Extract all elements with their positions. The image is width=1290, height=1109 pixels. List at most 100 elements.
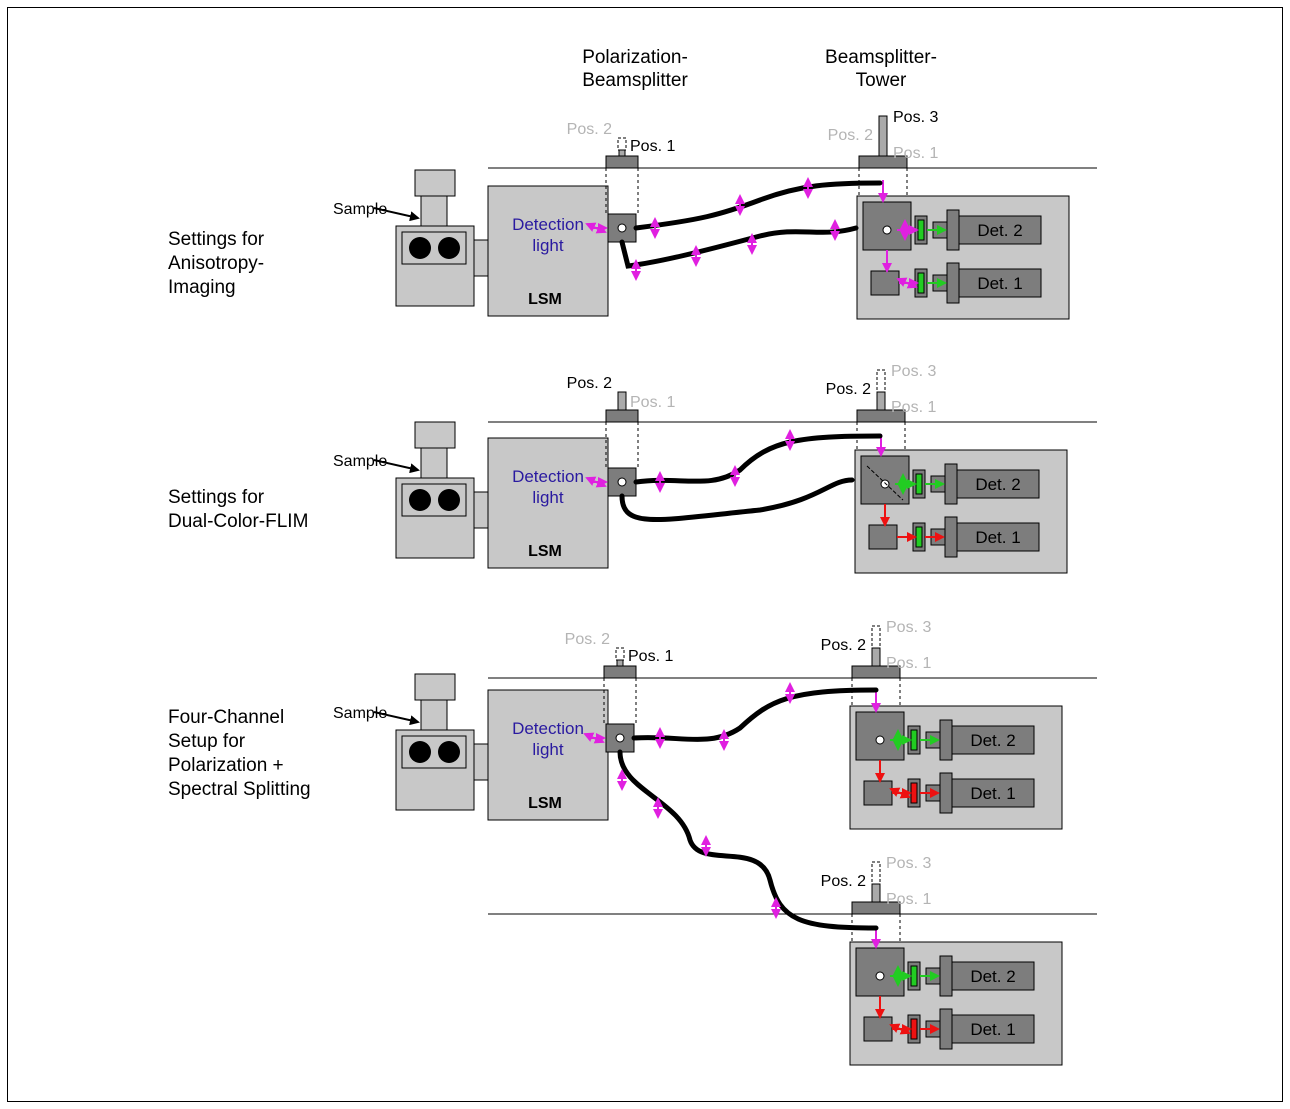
objective-lens [438,489,460,511]
lsm-label: LSM [528,543,562,560]
position-label: Pos. 3 [886,855,931,872]
eyepiece-tube [420,699,448,731]
row-label-line: Anisotropy- [168,253,265,274]
optical-fiber [619,225,859,269]
filter-green [915,473,923,495]
eyepiece-tube [420,447,448,479]
detector-1-label: Det. 1 [970,784,1015,803]
detector-2-label: Det. 2 [977,221,1022,240]
polarization-symbol [585,222,607,234]
microscope-port [473,743,489,781]
tower-rod-retracted [871,861,881,885]
position-label: Pos. 1 [886,891,931,908]
turning-mirror [870,270,900,296]
position-label: Pos. 2 [821,637,866,654]
detector-2-box [951,961,1035,991]
row-label-line: Polarization + [168,755,284,776]
polarization-symbol [896,277,918,289]
detector-2-box [951,725,1035,755]
tower-rod-retracted [871,625,881,649]
figure-frame [7,7,1283,1102]
detection-light-label: light [532,236,563,255]
header-polarization-beamsplitter: Polarization- Beamsplitter [560,46,710,92]
sample-arrow [373,711,420,726]
header-line: Beamsplitter [582,70,688,91]
detector-flange [946,209,960,251]
optical-fiber [631,687,879,742]
polarizer-rod [616,659,624,667]
turning-mirror [863,780,893,806]
lsm-label: LSM [528,291,562,308]
header-line: Tower [855,70,907,91]
filter-green [917,219,925,241]
position-label: Pos. 1 [891,399,936,416]
objective-lens [438,237,460,259]
detection-light-label: Detection [512,719,584,738]
detection-light-label: light [532,740,563,759]
eyepiece-tube [420,195,448,227]
detector-flange [939,772,953,814]
cube-aperture [615,733,625,743]
polarization-symbol [889,1023,911,1035]
position-label: Pos. 1 [628,648,673,665]
sample-arrow [373,459,420,474]
detector-1-label: Det. 1 [975,528,1020,547]
detection-light-label: light [532,488,563,507]
position-label: Pos. 2 [567,121,612,138]
lsm-box [487,689,609,821]
detector-2-box [956,469,1040,499]
detector-2-label: Det. 2 [975,475,1020,494]
polarizer-slider [603,665,637,679]
detector-2-label: Det. 2 [970,967,1015,986]
row-label-line: Settings for [168,487,265,508]
position-label: Pos. 3 [893,109,938,126]
detector-flange [944,463,958,505]
filter-green [917,272,925,294]
objective-lens [409,489,431,511]
lsm-box [487,185,609,317]
polarizer-rod [618,149,626,157]
detector-flange [946,262,960,304]
tower-rod-retracted [876,369,886,393]
microscope-port [473,239,489,277]
polarizer-rod-retracted [617,137,627,151]
detector-1-box [951,1014,1035,1044]
cube-aperture [617,223,627,233]
sample-label: Sample [333,705,387,722]
detection-light-label: Detection [512,215,584,234]
detector-1-label: Det. 1 [970,1020,1015,1039]
tower-rod [871,883,881,903]
detector-flange [939,719,953,761]
tower-rod [876,391,886,411]
header-beamsplitter-tower: Beamsplitter- Tower [806,46,956,92]
objective-lens [438,741,460,763]
sample-label: Sample [333,453,387,470]
position-label: Pos. 2 [565,631,610,648]
detector-flange [944,516,958,558]
row-label-line: Four-Channel [168,707,285,728]
position-label: Pos. 2 [821,873,866,890]
detector-1-box [951,778,1035,808]
polarizer-rod [617,391,627,411]
sample-arrow [373,207,420,222]
cube-aperture [882,225,892,235]
detector-flange [939,955,953,997]
position-label: Pos. 2 [567,375,612,392]
polarizer-slider [605,155,639,169]
position-label: Pos. 3 [891,363,936,380]
polarizer-rod-retracted [615,647,625,661]
eyepiece-top [414,673,456,701]
lsm-box [487,437,609,569]
row-label-anisotropy: Settings for Anisotropy- Imaging [168,228,264,300]
position-label: Pos. 2 [828,127,873,144]
polarization-symbol [583,732,605,744]
row-label-line: Setup for [168,731,246,752]
eyepiece-top [414,169,456,197]
position-label: Pos. 1 [630,394,675,411]
cube-aperture [880,479,890,489]
detector-flange [939,1008,953,1050]
optical-fiber [617,749,879,931]
detection-light-label: Detection [512,467,584,486]
row-label-line: Imaging [168,277,236,298]
